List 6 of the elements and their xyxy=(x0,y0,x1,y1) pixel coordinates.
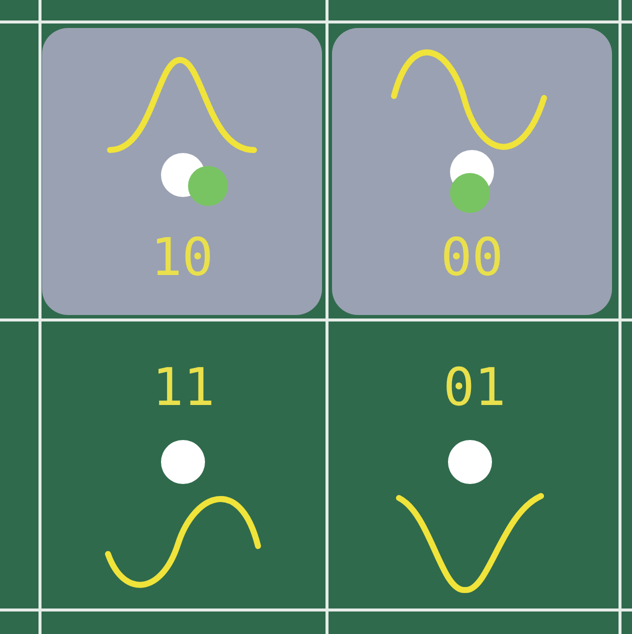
number-label: 11 xyxy=(152,358,215,418)
number-label: 10 xyxy=(150,228,214,288)
number-label: 01 xyxy=(443,358,506,418)
card-background xyxy=(332,28,612,315)
number-label: 00 xyxy=(440,228,504,288)
card-background xyxy=(42,28,322,315)
